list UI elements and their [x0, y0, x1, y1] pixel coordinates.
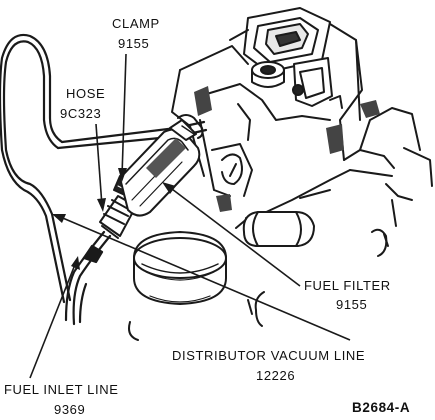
hose-part-number: 9C323	[60, 106, 101, 121]
hose-arrowhead	[97, 198, 106, 212]
leader-arrowheads	[52, 168, 176, 270]
hose-leader-line	[95, 123, 103, 207]
air-breather-cap	[128, 231, 227, 341]
fuel-filter-label: FUEL FILTER	[304, 278, 391, 293]
distributor-vacuum-line-label: DISTRIBUTOR VACUUM LINE	[172, 348, 365, 363]
distributor-vacuum-line-part-number: 12226	[256, 368, 295, 383]
figure-id: B2684-A	[352, 400, 410, 415]
fuel-inlet-line-tube	[64, 230, 112, 326]
fuel-filter-leader-line	[167, 185, 301, 287]
fuel-inlet-line-leader	[29, 261, 77, 379]
carburetor-illustration	[171, 7, 433, 327]
clamp-label: CLAMP	[112, 16, 160, 31]
fuel-filter-arrowhead	[162, 182, 176, 194]
fuel-inlet-line-arrowhead	[71, 256, 80, 270]
clamp-part-number: 9155	[118, 36, 149, 51]
hose-label: HOSE	[66, 86, 105, 101]
distributor-vacuum-line-arrowhead	[52, 214, 66, 223]
distributor-vacuum-line-leader	[57, 215, 351, 341]
fuel-filter-part-number: 9155	[336, 297, 367, 312]
clamp-arrowhead	[118, 168, 127, 182]
clamp-leader-line	[121, 53, 127, 177]
fuel-filter-body	[119, 114, 204, 217]
fuel-inlet-line-label: FUEL INLET LINE	[4, 382, 118, 397]
fuel-inlet-line-part-number: 9369	[54, 402, 85, 417]
leader-lines	[29, 53, 351, 379]
